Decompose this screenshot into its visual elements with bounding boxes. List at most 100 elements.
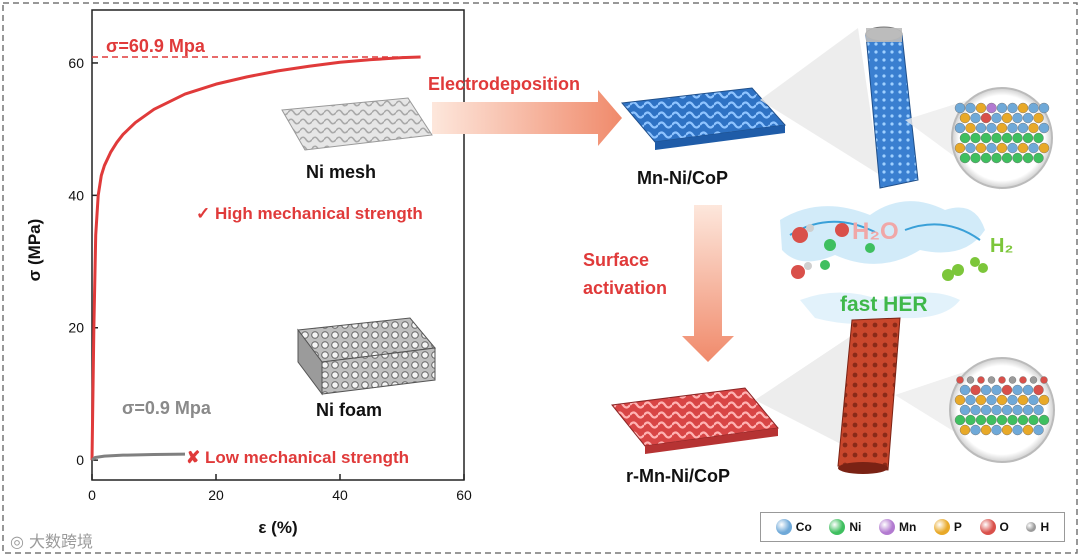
lattice-atom <box>959 112 971 124</box>
lattice-atom <box>996 102 1008 114</box>
legend-label: H <box>1040 520 1050 534</box>
atomic-lattice-top <box>951 87 1053 189</box>
lattice-atom <box>1038 394 1050 406</box>
lattice-atom <box>970 424 981 436</box>
lattice-atom <box>980 404 992 416</box>
lattice-atom <box>1022 384 1034 396</box>
lattice-atom <box>996 414 1008 426</box>
lattice-atom <box>959 132 971 144</box>
legend-label: O <box>999 520 1009 534</box>
lattice-atom <box>1001 384 1013 396</box>
ni-foam-label: Ni foam <box>316 400 383 420</box>
lattice-atom <box>1028 394 1039 406</box>
h2-label: H₂ <box>990 235 1014 257</box>
y-tick-label: 20 <box>68 320 84 336</box>
lattice-atom <box>966 376 975 384</box>
ni-mesh-image <box>281 97 433 151</box>
series-line-ni-mesh <box>90 55 421 461</box>
lattice-atom <box>970 384 981 396</box>
activation-label: activation <box>583 278 668 298</box>
lattice-atom <box>1001 152 1013 164</box>
lattice-atom <box>1017 122 1029 134</box>
lattice-atom <box>1040 376 1048 384</box>
lattice-atom <box>1028 414 1039 426</box>
y-tick-label: 40 <box>68 187 84 203</box>
lattice-atom <box>954 122 966 134</box>
h2o-label: H₂O <box>852 218 899 245</box>
legend-item-p: P <box>933 519 962 535</box>
legend-o-ball-icon <box>979 519 996 535</box>
r-mn-ni-cop-mesh <box>611 387 779 454</box>
lattice-atom <box>1028 102 1039 114</box>
lattice-atom <box>1038 142 1050 154</box>
watermark-logo-icon: ◎ <box>10 532 30 551</box>
lattice-atom <box>959 384 971 396</box>
lattice-atom <box>965 142 976 154</box>
lattice-atom <box>954 142 966 154</box>
lattice-atom <box>1017 414 1029 426</box>
lattice-atom <box>1028 142 1039 154</box>
lattice-atom <box>1012 404 1023 416</box>
lattice-atom <box>970 112 981 124</box>
lattice-atom <box>1022 404 1034 416</box>
lattice-atom <box>975 394 987 406</box>
x-tick-label: 0 <box>88 487 96 503</box>
fast-her-label: fast HER <box>840 293 928 316</box>
mn-ni-cop-label: Mn-Ni/CoP <box>637 168 728 188</box>
lattice-atom <box>954 394 966 406</box>
x-tick-label: 60 <box>456 487 472 503</box>
foam-note: ✘ Low mechanical strength <box>186 448 410 467</box>
lattice-atom <box>1017 394 1029 406</box>
lattice-atom <box>986 414 997 426</box>
blue-wire-cylinder <box>865 26 919 189</box>
lattice-atom <box>1001 404 1013 416</box>
water-molecules <box>791 223 988 281</box>
lattice-atom <box>956 376 964 384</box>
lattice-atom <box>1033 424 1044 436</box>
foam-stress-annotation: σ=0.9 Mpa <box>122 398 211 418</box>
lattice-atom <box>975 414 987 426</box>
watermark: ◎ 大数跨境 <box>10 528 93 552</box>
lattice-atom <box>1017 102 1029 114</box>
lattice-atom <box>1017 142 1029 154</box>
lattice-atom <box>965 102 976 114</box>
y-tick-label: 0 <box>76 452 84 468</box>
lattice-atom <box>991 132 1002 144</box>
plot-frame <box>91 9 465 481</box>
lattice-atom <box>980 424 992 436</box>
lattice-atom <box>975 102 987 114</box>
lattice-atom <box>986 394 997 406</box>
lattice-atom <box>954 102 966 114</box>
y-axis-label: σ (MPa) <box>25 219 44 282</box>
r-mn-ni-cop-label: r-Mn-Ni/CoP <box>626 466 730 486</box>
legend-label: Co <box>795 520 812 534</box>
lattice-atom <box>970 152 981 164</box>
mn-ni-cop-mesh <box>621 87 787 150</box>
x-tick-label: 20 <box>208 487 224 503</box>
y-tick-label: 60 <box>68 55 84 71</box>
lattice-atom <box>975 142 987 154</box>
lattice-atom <box>965 414 976 426</box>
lattice-atom <box>1022 112 1034 124</box>
lattice-atom <box>1001 132 1013 144</box>
lattice-atom <box>980 384 992 396</box>
lattice-atom <box>965 122 976 134</box>
mesh-note: ✓ High mechanical strength <box>196 204 423 223</box>
lattice-atom <box>1033 132 1044 144</box>
lattice-atom <box>1038 102 1050 114</box>
legend-item-co: Co <box>775 519 812 535</box>
legend-ni-ball-icon <box>829 519 846 535</box>
lattice-atom <box>1012 152 1023 164</box>
lattice-atom <box>980 132 992 144</box>
lattice-atom <box>1001 112 1013 124</box>
lattice-atom <box>1001 424 1013 436</box>
legend-mn-ball-icon <box>878 519 895 535</box>
watermark-text: 大数跨境 <box>29 532 94 551</box>
legend-co-ball-icon <box>775 519 792 535</box>
surface-activation-arrow <box>682 205 734 362</box>
lattice-atom <box>991 404 1002 416</box>
